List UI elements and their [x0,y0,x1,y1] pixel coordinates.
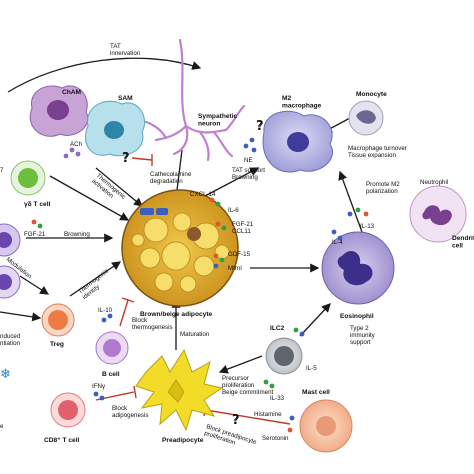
e-fragment-label: e [0,423,4,430]
inhibit-mast-preadipocyte [205,409,291,425]
sam-cell-icon [85,100,145,157]
brown-beige-label: Brown/beige adipocyte [140,311,213,318]
preadipocyte-icon [135,348,224,432]
cham-label: ChAM [62,89,82,96]
arrow-tat-innervation [7,57,202,93]
thermogenic-identity-label: Thermogenicidentity [77,268,114,301]
question-1: ? [122,151,130,166]
seven-label: 7 [0,167,4,174]
arrow-eosinophil-to-m2 [338,170,363,233]
gd-t-cell-label: γδ T cell [24,201,51,208]
preadipocyte-label: Preadipocyte [162,437,204,444]
serotonin-label: Serotonin [262,435,289,442]
dendritic-label: Dendriticell [452,235,474,250]
sam-label: SAM [118,95,133,102]
mtrnl-label: Mtrnl [228,265,242,272]
inhibit-bcell-thermogenesis [119,299,129,327]
mast-cell-label: Mast cell [302,389,330,396]
neutrophil-label: Neutrophil [420,179,448,186]
cham-cell-icon [29,85,89,137]
neutrophil-icon [409,185,467,243]
brown-beige-adipocyte-icon [121,189,239,307]
b-cell-icon [95,331,129,365]
mast-cell-icon [299,399,353,453]
monocyte-label: Monocyte [356,91,387,98]
arrow-modulation [19,275,50,295]
ach-label: ACh [70,141,83,148]
maturation-label: Maturation [180,331,210,338]
cd8-t-cell-icon [50,392,86,428]
gd-t-cell-icon [10,160,46,196]
bcell-label: B cell [102,371,120,378]
monocyte-icon [348,100,384,136]
inhibitions [95,154,291,425]
eosinophil-icon [321,231,395,305]
inhibit-sam-degradation [131,157,153,161]
il13-label: IL-13 [360,223,375,230]
il6-label: IL-6 [228,207,239,214]
sympathetic-neuron-icon [144,38,246,162]
ifng-label: IFNγ [92,383,106,390]
arrows [0,57,363,374]
ilc2-cell-icon [265,337,303,375]
block-preadipocyte-label: Block preadipocyteproliferation [203,423,258,453]
svg-text:❄: ❄ [0,367,11,382]
browning-label: Browning [64,231,90,238]
gdf15-label: GDF-15 [228,251,251,258]
question-2: ? [256,119,264,134]
eosinophil-label: Eosinophil [340,313,374,320]
cxcl14-label: CXCL-14 [190,191,216,198]
arrow-adipocyte-to-m2 [204,167,260,197]
treg-label: Treg [50,341,64,348]
fgf21-left-label: FGF-21 [24,231,46,238]
signal-dots [31,137,369,433]
inhibit-cd8-bar [133,385,137,399]
arrow-treg-to-adipocyte [69,261,122,297]
arrow-gd-to-adipocyte [49,175,130,221]
il5-label: IL-5 [306,365,317,372]
left-cell-fgf21-icon [0,223,21,257]
arrow-ilc2-to-preadipocyte [218,355,263,374]
question-3: ? [232,413,240,428]
ilc2-label: ILC2 [270,325,285,332]
ne-label: NE [244,157,253,164]
il4-label: IL-4 [332,239,343,246]
arrow-ilc2-to-eosinophil [299,303,331,337]
cd8-label: CD8⁺ T cell [44,437,80,444]
inhibit-bcell-bar [121,297,135,303]
left-cell-modulation-icon [0,265,21,299]
m2-macrophage-icon [262,110,333,173]
arrow-induced [0,311,42,322]
il33-label: IL-33 [270,395,285,402]
treg-cell-icon [41,303,75,337]
il10-label: IL-10 [98,307,113,314]
arrow-sam-to-adipocyte [95,167,144,207]
histamine-label: Histamine [254,411,282,418]
snowflake-icon: ❄ [0,367,11,382]
